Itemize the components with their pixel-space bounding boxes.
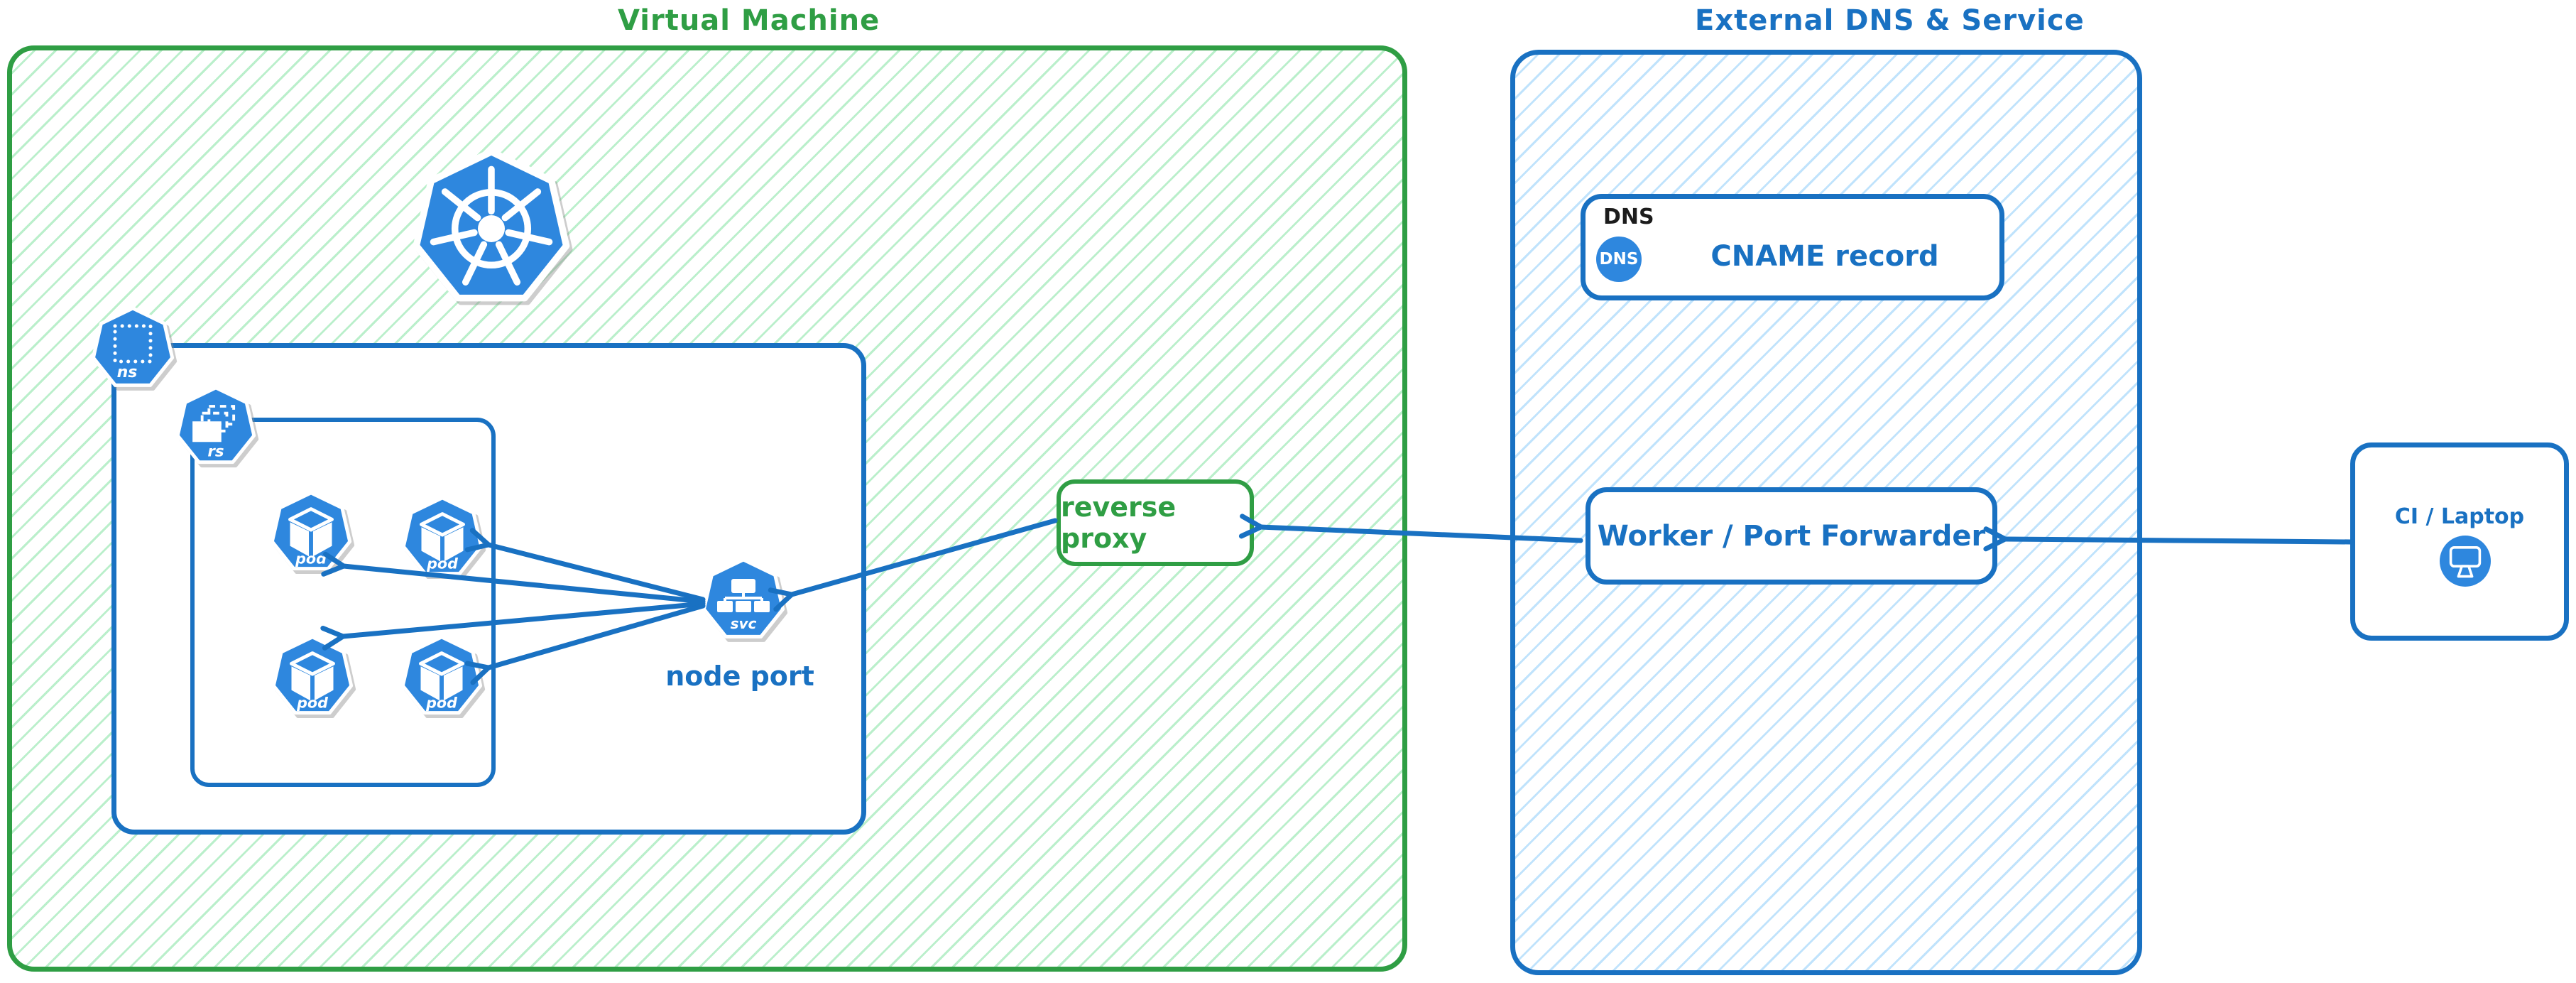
- svg-text:pod: pod: [295, 550, 327, 567]
- pod-icon-2: pod: [400, 496, 484, 580]
- ci-laptop-label: CI / Laptop: [2394, 504, 2525, 529]
- pod-icon-4: pod: [400, 635, 484, 719]
- svg-text:pod: pod: [426, 555, 458, 572]
- node-port-label: node port: [665, 661, 814, 692]
- kubernetes-logo-icon: [410, 148, 572, 310]
- monitor-glyph: [2449, 546, 2482, 578]
- svg-text:svc: svc: [731, 615, 757, 632]
- dns-record-box: [1581, 194, 2004, 300]
- external-dns-title: External DNS & Service: [1695, 4, 2085, 37]
- namespace-icon: ns: [90, 306, 175, 391]
- svg-text:rs: rs: [207, 443, 224, 461]
- dns-header: DNS: [1603, 205, 1654, 229]
- svg-text:pod: pod: [425, 694, 457, 711]
- virtual-machine-title: Virtual Machine: [618, 4, 880, 37]
- worker-port-forwarder-box: Worker / Port Forwarder: [1586, 487, 1997, 585]
- svg-text:ns: ns: [117, 364, 138, 381]
- worker-port-forwarder-label: Worker / Port Forwarder: [1597, 519, 1986, 553]
- pod-icon-3: pod: [271, 635, 354, 719]
- dns-icon-label: DNS: [1599, 250, 1639, 268]
- service-icon: svc: [701, 558, 786, 643]
- reverse-proxy-box: reverse proxy: [1057, 479, 1254, 566]
- replicaset-icon: rs: [175, 386, 257, 468]
- replicaset-box: [190, 418, 496, 787]
- laptop-monitor-icon: [2440, 536, 2491, 587]
- reverse-proxy-label: reverse proxy: [1061, 492, 1177, 554]
- cname-record-label: CNAME record: [1710, 240, 1939, 273]
- svg-text:pod: pod: [296, 694, 328, 711]
- dns-icon: DNS: [1596, 237, 1642, 282]
- pod-icon-1: pod: [269, 491, 353, 575]
